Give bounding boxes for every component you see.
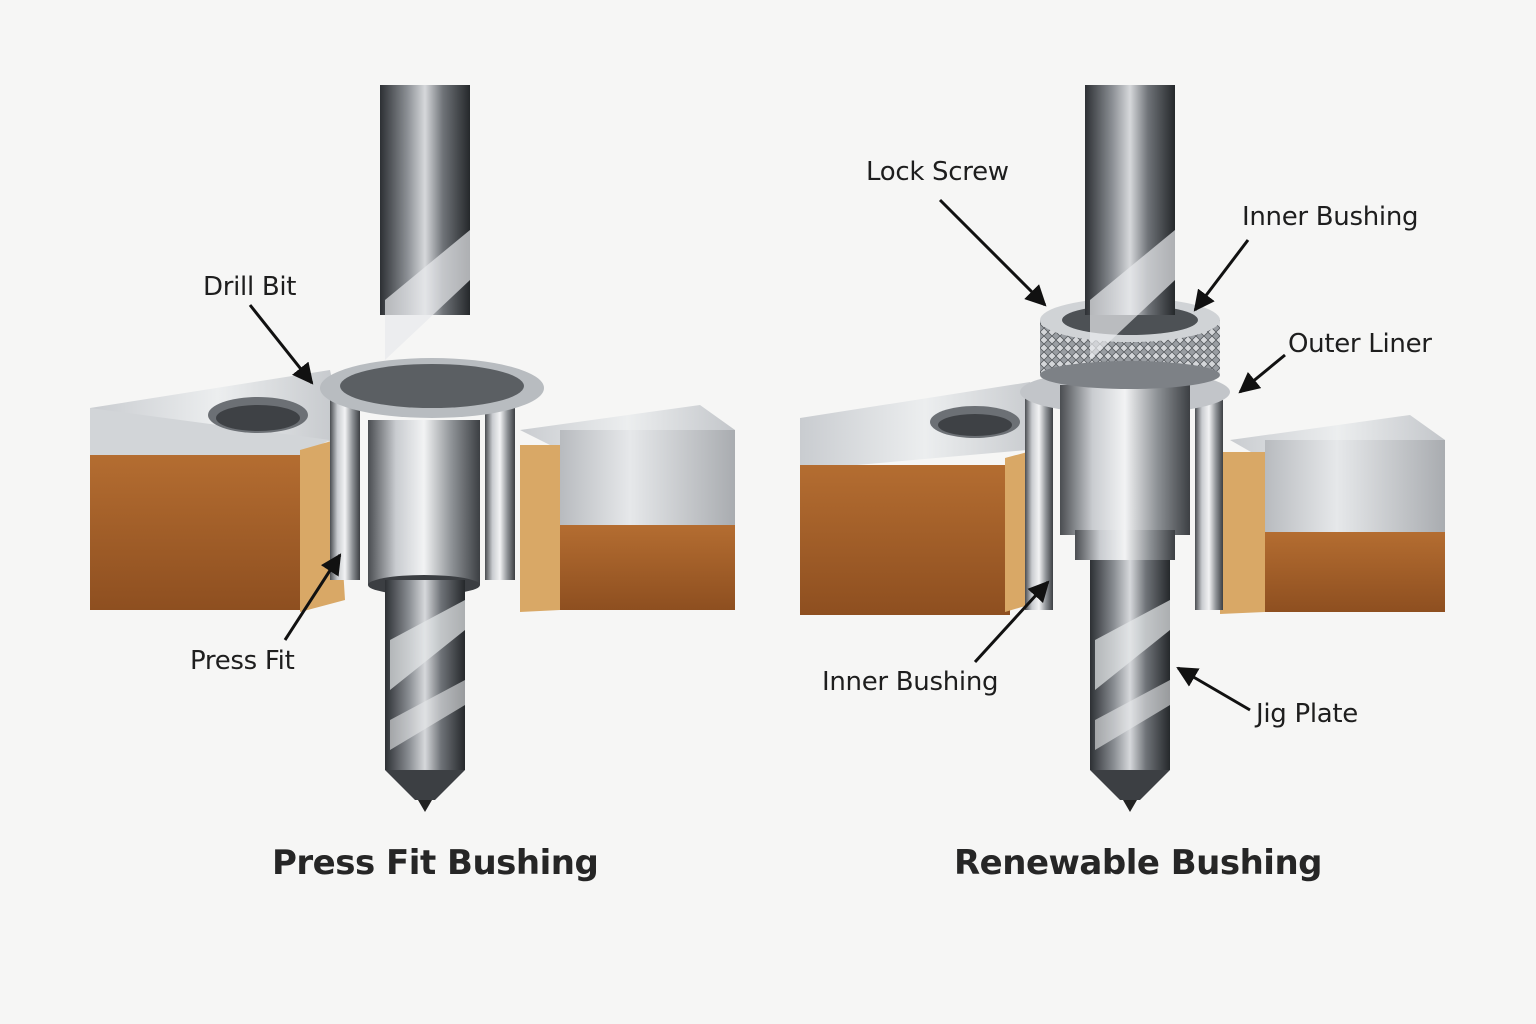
arrow-drill-bit <box>248 304 314 385</box>
arrow-jig-plate <box>1176 666 1251 712</box>
jig-plate-right <box>520 405 735 612</box>
label-press-fit: Press Fit <box>190 646 295 676</box>
title-renewable-bushing: Renewable Bushing <box>954 843 1323 883</box>
renewable-assembly <box>800 85 1445 812</box>
title-press-fit-bushing: Press Fit Bushing <box>272 843 599 883</box>
arrow-inner-bushing-top <box>1193 239 1250 312</box>
inner-bushing <box>1060 385 1190 560</box>
label-outer-liner: Outer Liner <box>1288 329 1432 359</box>
arrow-press-fit <box>283 553 342 641</box>
press-fit-bushing <box>320 358 544 595</box>
jig-plate-left <box>90 370 345 612</box>
label-jig-plate: Jig Plate <box>1256 699 1358 729</box>
press-fit-assembly <box>90 85 735 812</box>
label-inner-bushing-top: Inner Bushing <box>1242 202 1419 232</box>
jig-plate-left-r <box>800 382 1050 615</box>
drill-bit-left <box>380 85 470 812</box>
label-inner-bushing-bottom: Inner Bushing <box>822 667 999 697</box>
jig-plate-right-r <box>1220 415 1445 614</box>
arrow-outer-liner <box>1238 353 1286 394</box>
arrow-lock-screw <box>938 198 1047 307</box>
drill-bit-right <box>1085 85 1175 812</box>
label-lock-screw: Lock Screw <box>866 157 1009 187</box>
arrow-inner-bushing-bottom <box>973 580 1050 664</box>
label-drill-bit: Drill Bit <box>203 272 297 302</box>
